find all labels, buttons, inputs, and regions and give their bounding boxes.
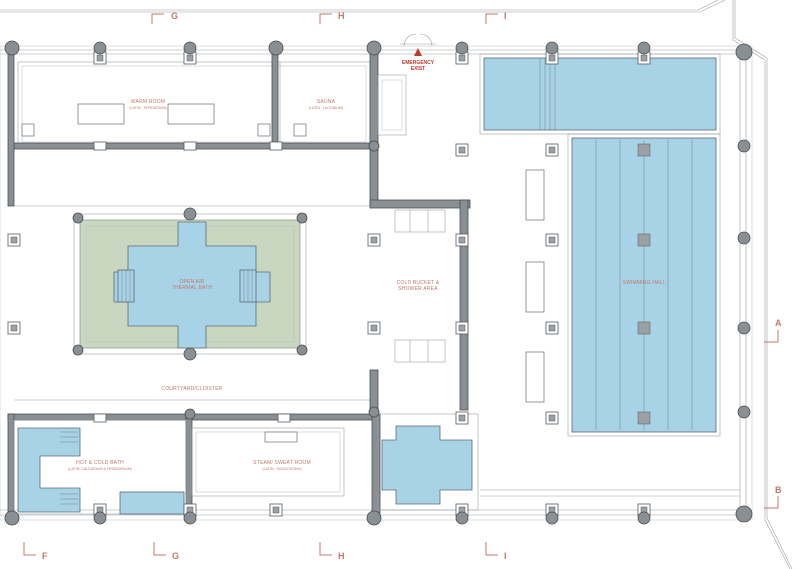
grid-markers: G H I F G H I A B: [23, 11, 782, 561]
cross-pool: [377, 413, 479, 511]
grid-label-right-a: A: [775, 318, 782, 328]
warm-room-latin: (LATIN : TEPIDARIUM): [129, 106, 166, 110]
grid-label-right-b: B: [775, 485, 782, 495]
piers: [4, 40, 753, 526]
cold-bucket-label-2: SHOWER AREA: [398, 286, 438, 292]
grid-label-bottom-g: G: [172, 551, 179, 561]
steam-room-label: STEAM/ SWEAT ROOM: [253, 460, 311, 466]
exit-label-line2: EXIST: [411, 66, 425, 72]
sauna-label: SAUNA: [317, 99, 336, 105]
grid-label-top-i: I: [504, 11, 507, 21]
courtyard-label: COURTYARD/CLOISTER: [161, 386, 222, 392]
grid-label-bottom-h: H: [338, 551, 345, 561]
hot-cold-bath-pools: [17, 427, 185, 515]
grid-label-bottom-i: I: [504, 551, 507, 561]
bath-steps-right: [239, 269, 257, 303]
room-labels: WARM ROOM (LATIN : TEPIDARIUM) SAUNA (LA…: [68, 99, 665, 471]
exit-arrow-icon: [414, 48, 422, 56]
sauna-latin: (LATIN : LACONIUM): [309, 106, 343, 110]
hot-cold-bath-label: HOT & COLD BATH: [76, 460, 124, 466]
bath-steps-left: [117, 269, 135, 303]
swimming-pools: [479, 53, 740, 497]
top-rooms: [7, 45, 407, 207]
exit-label-line1: EMERGENCY: [402, 60, 435, 66]
courtyard-frame: [14, 199, 471, 411]
open-air-label-2: THERMAL BATH: [172, 285, 213, 291]
open-air-bath: [73, 213, 307, 355]
open-air-label-1: OPEN AIR: [179, 279, 204, 285]
steam-room-latin: (LATIN : SUDATORIUM): [262, 467, 301, 471]
swimming-hall-label: SWIMMING HALL: [622, 280, 665, 286]
grid-label-top-g: G: [171, 11, 178, 21]
hot-cold-bath-latin: (LATIN: CALDARIUM & FRIGIDARIUM): [68, 467, 132, 471]
emergency-exit: EMERGENCY EXIST: [400, 33, 436, 72]
cold-bucket-label-1: COLD BUCKET &: [397, 280, 440, 286]
warm-room-furniture: [21, 103, 307, 137]
grid-label-bottom-f: F: [42, 551, 48, 561]
grid-label-top-h: H: [338, 11, 345, 21]
warm-room-label: WARM ROOM: [131, 99, 165, 105]
